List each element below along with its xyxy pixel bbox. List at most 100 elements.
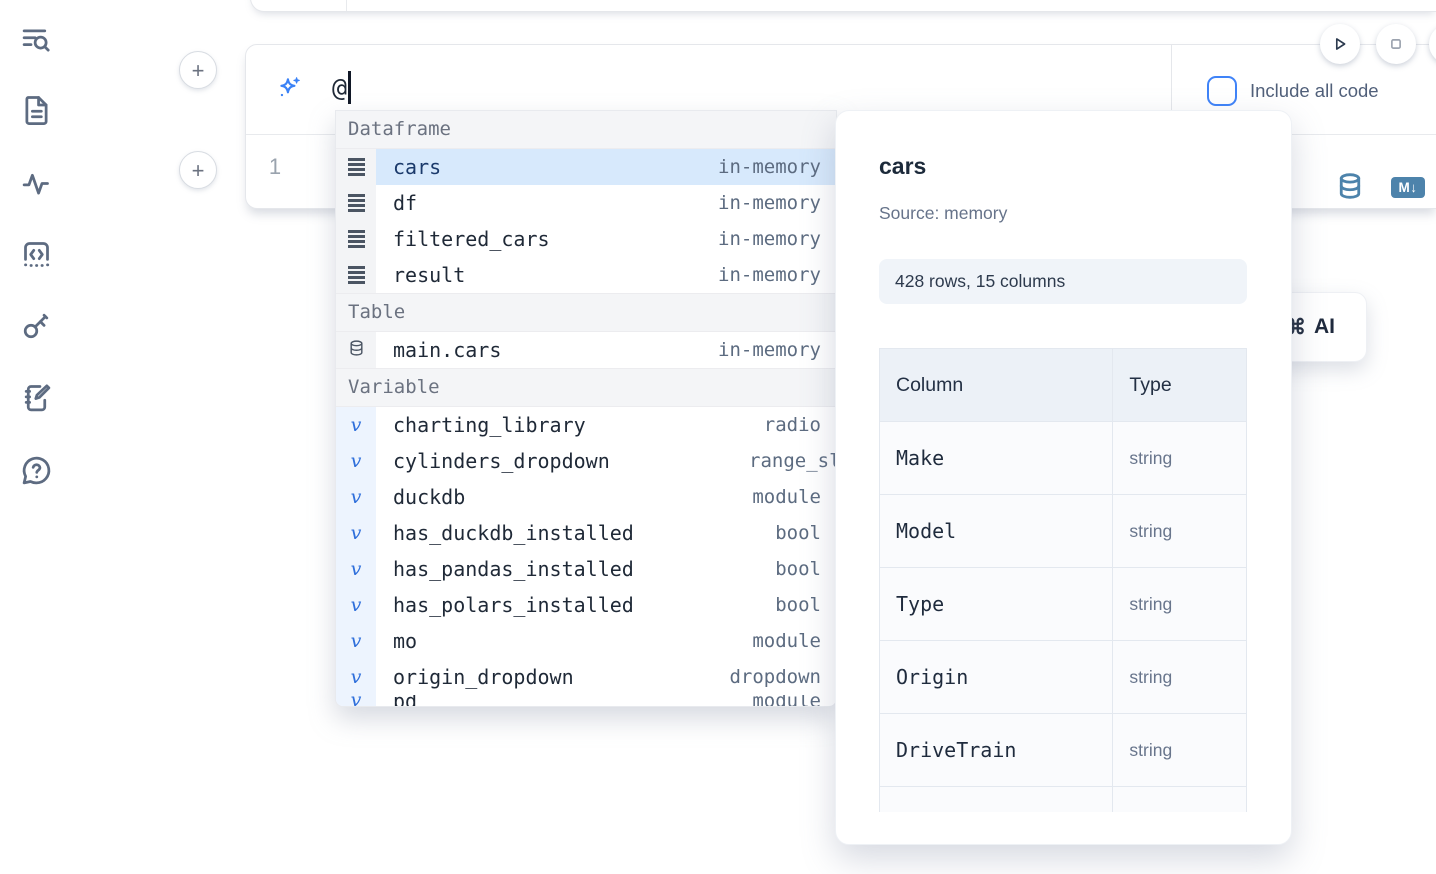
completion-detail: dropdown bbox=[729, 666, 821, 688]
code-editor[interactable]: 1 M↓ bbox=[246, 135, 1436, 207]
variable-icon: v bbox=[350, 665, 362, 688]
autocomplete-item[interactable]: df in-memory bbox=[336, 185, 836, 221]
autocomplete-item-content: origin_dropdown dropdown bbox=[376, 659, 836, 695]
completion-detail: in-memory bbox=[718, 264, 821, 286]
key-icon[interactable] bbox=[20, 309, 53, 342]
preview-shape-badge: 428 rows, 15 columns bbox=[879, 259, 1247, 304]
completion-label: origin_dropdown bbox=[393, 665, 574, 689]
ai-prompt-row[interactable]: @ Include all code bbox=[246, 45, 1436, 134]
completion-label: has_duckdb_installed bbox=[393, 521, 634, 545]
dataframe-icon bbox=[347, 158, 365, 176]
autocomplete-item[interactable]: v duckdb module bbox=[336, 479, 836, 515]
completion-label: pd bbox=[393, 695, 752, 706]
autocomplete-item-content: filtered_cars in-memory bbox=[376, 221, 836, 257]
completion-label: cars bbox=[393, 155, 442, 179]
datasource-icon[interactable] bbox=[1336, 171, 1364, 201]
variable-gutter: v bbox=[336, 659, 376, 695]
prompt-divider bbox=[1171, 45, 1172, 134]
completion-label: cylinders_dropdown bbox=[393, 449, 610, 473]
variable-icon: v bbox=[350, 413, 362, 436]
include-all-code-checkbox[interactable] bbox=[1207, 76, 1237, 106]
autocomplete-item-content: cylinders_dropdown range_sli bbox=[376, 443, 836, 479]
schema-column-name: Model bbox=[879, 494, 1114, 568]
add-cell-above-button[interactable]: + bbox=[179, 51, 217, 89]
variable-gutter: v bbox=[336, 695, 376, 706]
dataframe-preview-panel: cars Source: memory 428 rows, 15 columns… bbox=[835, 110, 1292, 845]
variable-gutter: v bbox=[336, 479, 376, 515]
code-cell-icon[interactable] bbox=[20, 238, 53, 271]
autocomplete-item[interactable]: vpdmodule bbox=[336, 695, 836, 706]
stop-icon bbox=[1391, 39, 1401, 49]
database-icon bbox=[348, 339, 365, 361]
completion-detail: module bbox=[752, 486, 821, 508]
dataframe-gutter bbox=[336, 257, 376, 293]
markdown-badge[interactable]: M↓ bbox=[1391, 177, 1425, 198]
gutter-divider bbox=[346, 0, 347, 11]
scratchpad-icon[interactable] bbox=[20, 381, 53, 414]
schema-column-type: string bbox=[1112, 567, 1247, 641]
completion-label: duckdb bbox=[393, 485, 466, 509]
activity-icon[interactable] bbox=[20, 167, 53, 200]
schema-row-partial bbox=[879, 786, 1247, 812]
autocomplete-item-content: pdmodule bbox=[376, 695, 836, 706]
help-chat-icon[interactable] bbox=[20, 454, 53, 487]
completion-label: df bbox=[393, 191, 418, 215]
preview-source: Source: memory bbox=[879, 203, 1008, 223]
dataframe-icon bbox=[347, 266, 365, 284]
document-icon[interactable] bbox=[20, 94, 53, 127]
interrupt-button[interactable] bbox=[1376, 24, 1416, 64]
completion-detail: range_sli bbox=[749, 450, 836, 472]
toc-search-icon[interactable] bbox=[20, 24, 53, 57]
autocomplete-item-content: df in-memory bbox=[376, 185, 836, 221]
dataframe-gutter bbox=[336, 185, 376, 221]
autocomplete-section-header: Variable bbox=[336, 368, 836, 407]
variable-icon: v bbox=[350, 557, 362, 580]
sparkles-icon bbox=[276, 75, 302, 101]
autocomplete-item[interactable]: cars in-memory bbox=[336, 149, 836, 185]
add-cell-below-button[interactable]: + bbox=[179, 151, 217, 189]
autocomplete-item[interactable]: filtered_cars in-memory bbox=[336, 221, 836, 257]
completion-detail: module bbox=[752, 695, 821, 706]
database-gutter bbox=[336, 332, 376, 368]
completion-label: filtered_cars bbox=[393, 227, 550, 251]
completion-detail: in-memory bbox=[718, 192, 821, 214]
run-cell-button[interactable] bbox=[1320, 24, 1360, 64]
schema-column-name: DriveTrain bbox=[879, 713, 1114, 787]
autocomplete-section-header: Table bbox=[336, 293, 836, 332]
completion-detail: bool bbox=[775, 558, 821, 580]
completion-detail: in-memory bbox=[718, 228, 821, 250]
ai-button-label: AI bbox=[1314, 315, 1335, 338]
completion-label: main.cars bbox=[393, 338, 502, 362]
autocomplete-item[interactable]: v origin_dropdown dropdown bbox=[336, 659, 836, 695]
schema-column-name: Make bbox=[879, 421, 1114, 495]
completion-detail: in-memory bbox=[718, 156, 821, 178]
line-number: 1 bbox=[268, 154, 282, 179]
schema-header-column: Column bbox=[879, 348, 1114, 422]
schema-column-name: Type bbox=[879, 567, 1114, 641]
variable-icon: v bbox=[350, 485, 362, 508]
schema-header-type: Type bbox=[1112, 348, 1247, 422]
clipped-round-button[interactable] bbox=[1429, 24, 1436, 64]
autocomplete-item-content: duckdb module bbox=[376, 479, 836, 515]
autocomplete-item-content: cars in-memory bbox=[376, 149, 836, 185]
ai-prompt-input[interactable]: @ bbox=[332, 71, 352, 104]
previous-cell-edge bbox=[250, 0, 1436, 12]
completion-detail: bool bbox=[775, 594, 821, 616]
dataframe-icon bbox=[347, 194, 365, 212]
